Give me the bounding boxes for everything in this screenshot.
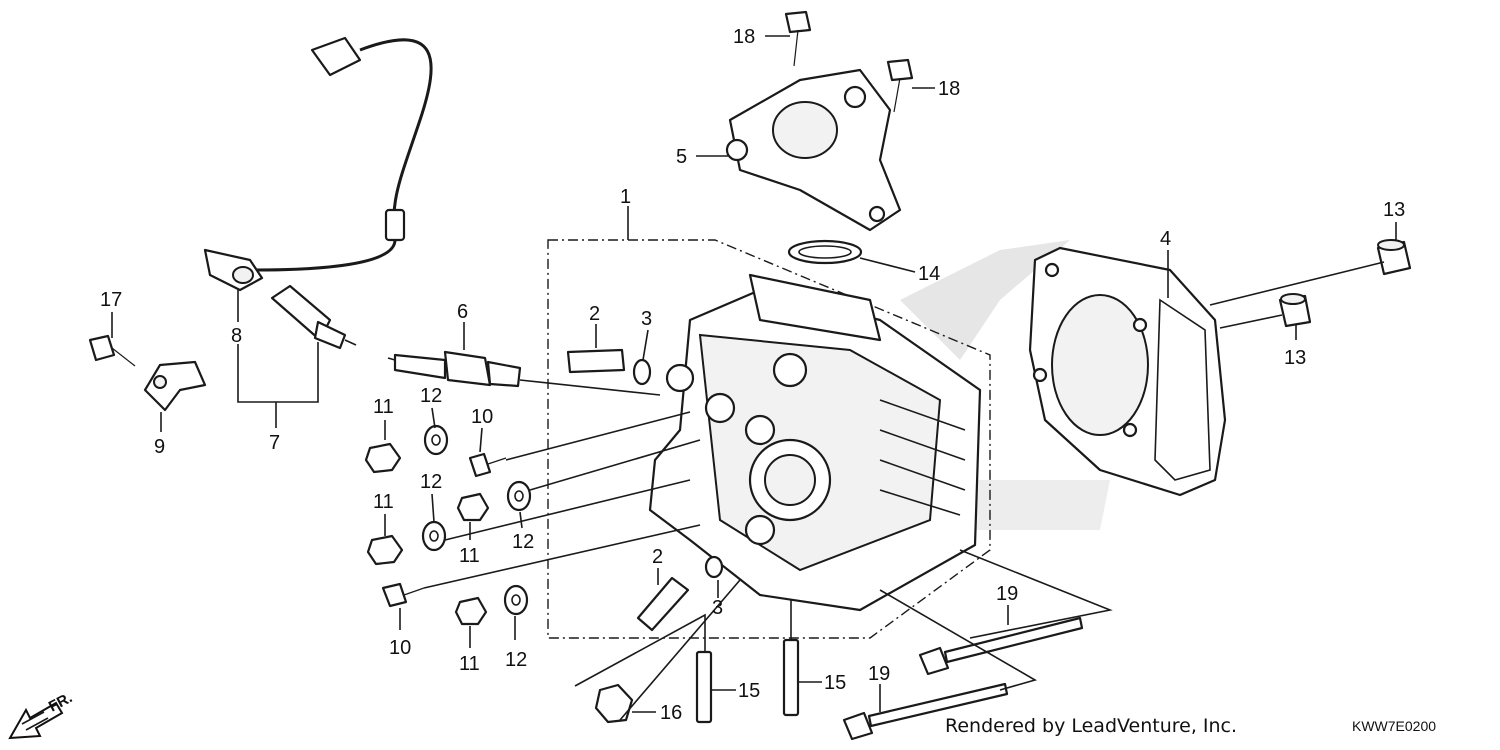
washer-12-c [506, 480, 532, 512]
washer-12-d [503, 584, 529, 616]
callout-15-left: 15 [738, 680, 760, 702]
callout-15-right: 15 [824, 672, 846, 694]
callout-12-b: 12 [420, 471, 442, 493]
callout-11-d: 11 [459, 653, 480, 675]
callout-6: 6 [457, 301, 468, 323]
callout-5: 5 [676, 146, 687, 168]
washer-3-lower [704, 555, 724, 579]
callout-18-right: 18 [938, 78, 960, 100]
callout-12-d: 12 [505, 649, 527, 671]
nut-11-d [454, 596, 488, 626]
nut-11-a [364, 442, 402, 474]
callout-11-b: 11 [373, 491, 394, 513]
callout-10-lower: 10 [389, 637, 411, 659]
diagram-code: KWW7E0200 [1352, 718, 1436, 734]
bolt-16 [594, 683, 634, 724]
callout-9: 9 [154, 436, 165, 458]
callout-13-upper: 13 [1383, 199, 1405, 221]
cylinder-head-gasket [1028, 246, 1227, 497]
callout-14: 14 [918, 263, 940, 285]
nut-11-c [456, 492, 490, 522]
stud-bolt-upper [566, 348, 626, 374]
callout-17: 17 [100, 289, 122, 311]
o-ring [787, 239, 863, 265]
dowel-pin-upper [1376, 239, 1412, 276]
bolt-19-upper [918, 616, 1084, 676]
callout-7: 7 [269, 432, 280, 454]
callout-1: 1 [620, 186, 631, 208]
temperature-sensor [270, 284, 357, 350]
callout-11-c: 11 [459, 545, 480, 567]
render-credit: Rendered by LeadVenture, Inc. [945, 715, 1237, 737]
callout-11-a: 11 [373, 396, 394, 418]
callout-4: 4 [1160, 228, 1171, 250]
dowel-pin-lower [1278, 293, 1312, 328]
cylinder-head-assembly-outline [547, 239, 991, 639]
callout-18-left: 18 [733, 26, 755, 48]
sensor-bracket [143, 360, 207, 412]
bolt-10-lower [381, 582, 425, 608]
spark-plug [387, 350, 522, 388]
callout-13-lower: 13 [1284, 347, 1306, 369]
stud-15-left [695, 650, 713, 724]
intake-insulator [725, 68, 902, 232]
nut-11-b [366, 534, 404, 566]
leader-lines [111, 35, 1397, 721]
washer-3-upper [632, 358, 652, 386]
callout-16: 16 [660, 702, 682, 724]
callout-12-a: 12 [420, 385, 442, 407]
callout-12-c: 12 [512, 531, 534, 553]
bolt-17 [88, 334, 136, 367]
washer-12-a [423, 424, 449, 456]
callout-10-upper: 10 [471, 406, 493, 428]
front-direction-arrow-icon [8, 701, 64, 740]
stud-15-right [782, 638, 800, 717]
callout-2-lower: 2 [652, 546, 663, 568]
callout-8: 8 [231, 325, 242, 347]
sensor-wire-harness [203, 36, 433, 292]
callout-19-upper: 19 [996, 583, 1018, 605]
callout-2-upper: 2 [589, 303, 600, 325]
callout-3-upper: 3 [641, 308, 652, 330]
cylinder-head [648, 273, 982, 612]
stud-bolt-lower [636, 576, 690, 632]
bolt-18-left [784, 10, 812, 67]
bolt-10-upper [468, 452, 507, 478]
washer-12-b [421, 520, 447, 552]
callout-19-lower: 19 [868, 663, 890, 685]
callout-3-lower: 3 [712, 597, 723, 619]
bolt-18-right [886, 58, 914, 113]
bolt-19-lower [842, 682, 1009, 741]
